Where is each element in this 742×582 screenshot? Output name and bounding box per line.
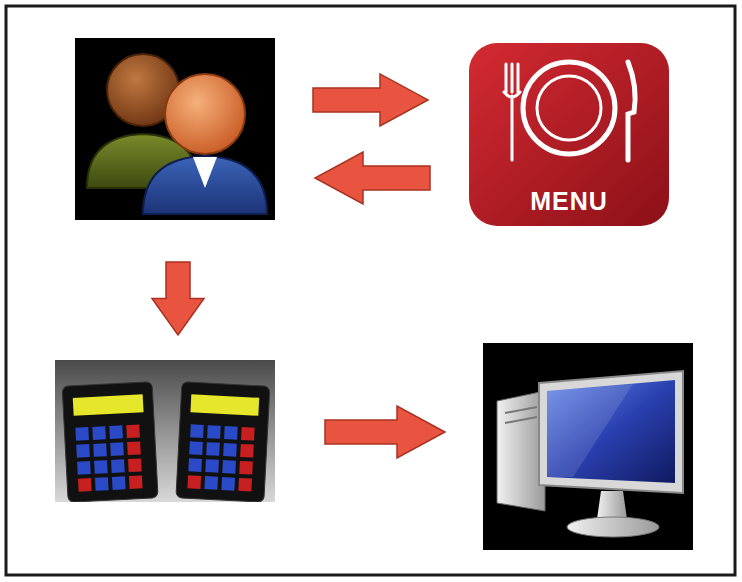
icon-node: MENU: [468, 42, 670, 227]
keypad-key: [76, 444, 90, 458]
keypad-key: [109, 425, 123, 439]
keypad-key: [94, 460, 108, 474]
keypad-key: [189, 441, 203, 455]
keypad-key: [223, 443, 237, 457]
block-arrow: [152, 262, 204, 335]
keypad-key: [112, 476, 126, 490]
keypad-key: [221, 477, 235, 491]
keypad-key: [127, 441, 141, 455]
keypad-key: [240, 444, 254, 458]
icon-node: [55, 360, 275, 502]
keypad-key: [207, 425, 221, 439]
keypad-key: [241, 427, 255, 441]
keypad-key: [204, 476, 218, 490]
keypad-key: [95, 477, 109, 491]
keypad-key: [128, 458, 142, 472]
icon-node: [75, 38, 275, 220]
block-arrow: [313, 74, 428, 126]
keypad-key: [77, 461, 91, 475]
keypad-key: [126, 424, 140, 438]
keypad-key: [222, 460, 236, 474]
people-icon: [75, 38, 275, 220]
keypad-key: [238, 478, 252, 492]
icon-label: MENU: [530, 188, 608, 216]
computer-icon: [483, 343, 693, 550]
keypad-key: [187, 475, 201, 489]
keypad-key: [75, 427, 89, 441]
keypad-key: [224, 426, 238, 440]
keypad-key: [92, 426, 106, 440]
keypad-key: [188, 458, 202, 472]
keypad-key: [111, 459, 125, 473]
keypad-key: [206, 442, 220, 456]
keypad-key: [239, 461, 253, 475]
keypad-key: [190, 424, 204, 438]
keypad-key: [110, 442, 124, 456]
block-arrow: [325, 406, 445, 458]
keypad-key: [78, 478, 92, 492]
block-arrow: [315, 152, 430, 204]
keypad-key: [205, 459, 219, 473]
icon-node: [483, 343, 693, 550]
keypad-key: [129, 475, 143, 489]
handheld-devices-photo: [55, 360, 275, 502]
keypad-key: [93, 443, 107, 457]
